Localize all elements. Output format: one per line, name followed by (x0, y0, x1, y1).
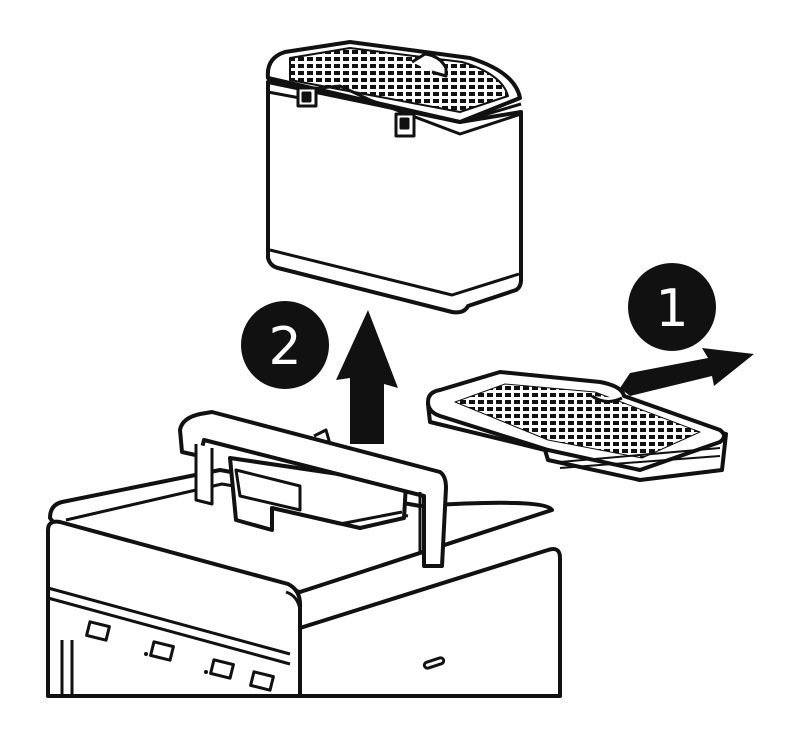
base-handle (178, 410, 448, 568)
tank-handle (411, 52, 448, 78)
side-slot (422, 656, 446, 670)
tank-vent-grid (289, 47, 509, 113)
arrow-up-icon (336, 310, 398, 444)
water-tank (265, 40, 523, 315)
control-button-1 (85, 620, 111, 642)
arrow-right-icon (620, 348, 754, 396)
step-1-number: 1 (655, 279, 688, 339)
control-button-4 (249, 670, 275, 692)
filter-tray (426, 370, 728, 482)
step-2-number: 2 (268, 317, 301, 377)
step-2: 2 (241, 301, 398, 444)
control-button-2 (149, 640, 175, 662)
base-unit (46, 468, 562, 698)
control-button-3 (209, 658, 235, 680)
step-1: 1 (620, 263, 754, 396)
filter-tray-holes (454, 383, 701, 459)
step-1-badge (628, 263, 716, 351)
tank-clip-right (394, 112, 416, 138)
step-2-badge (241, 301, 329, 389)
tank-clip-left (296, 86, 318, 108)
